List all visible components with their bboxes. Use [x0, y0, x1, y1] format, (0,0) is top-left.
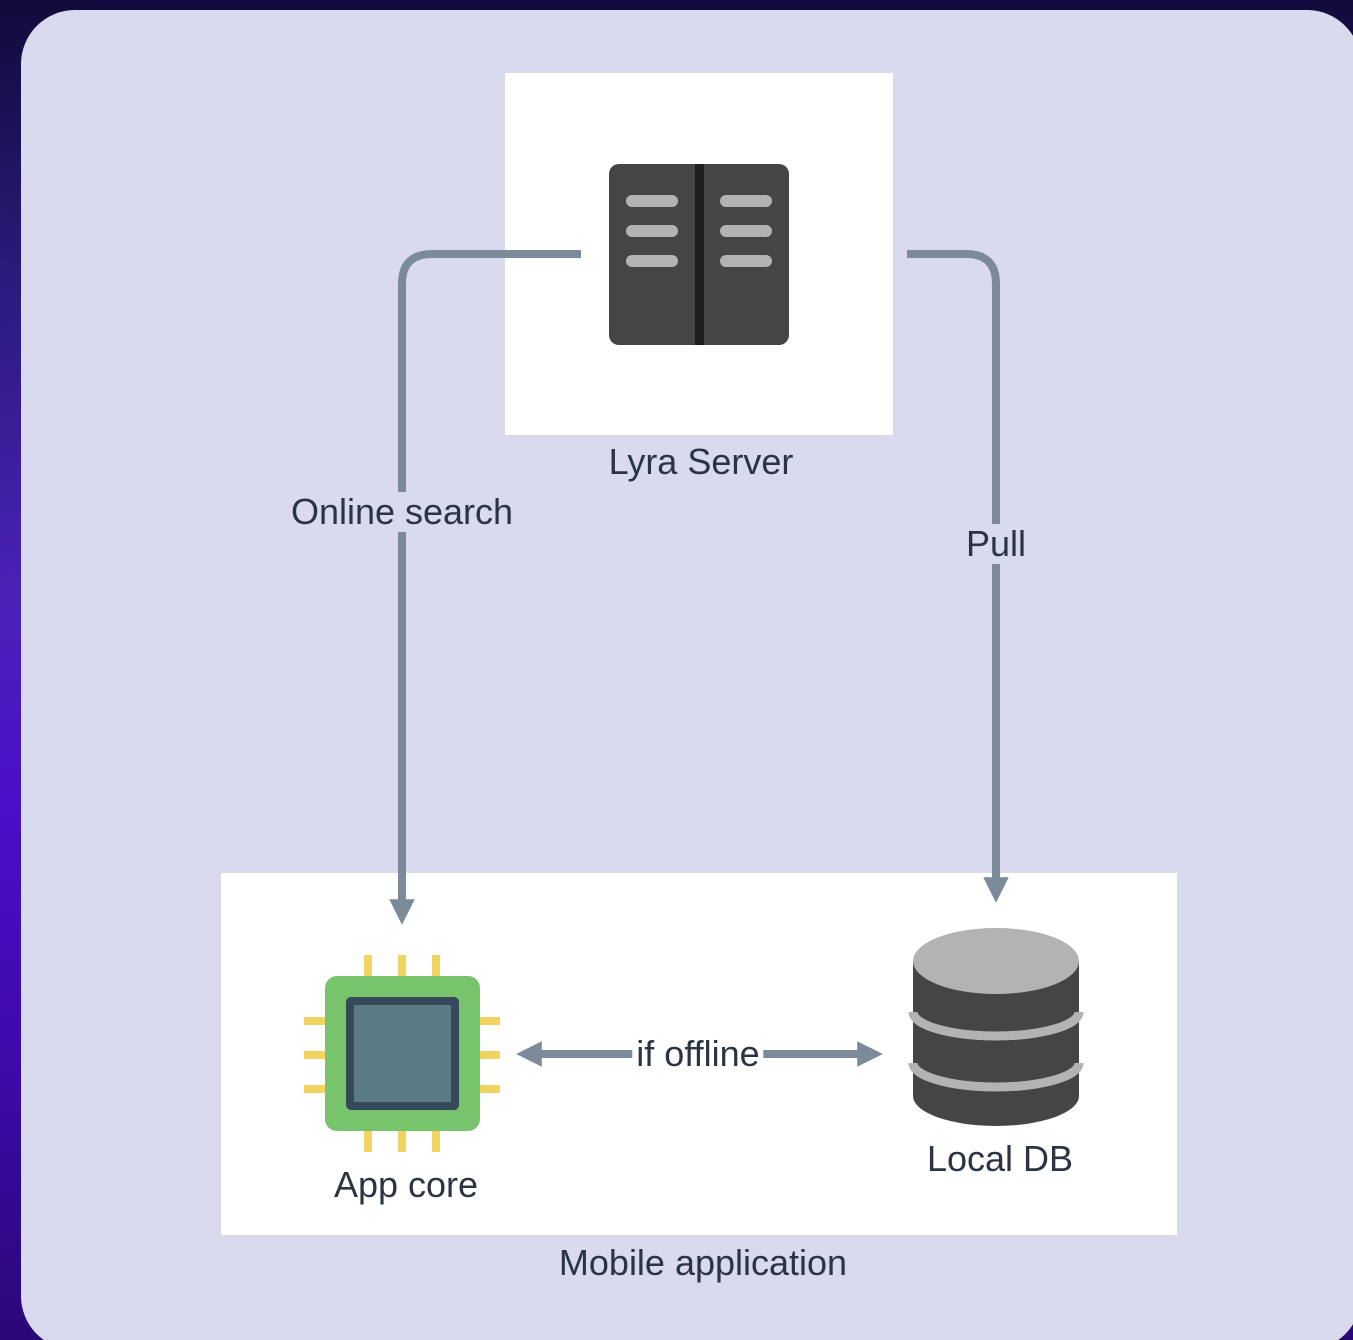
edge-label-if-offline: if offline [632, 1034, 764, 1074]
server-icon [609, 164, 789, 345]
mobile-application-label: Mobile application [558, 1242, 848, 1283]
cpu-chip-icon [304, 955, 500, 1152]
database-icon [908, 928, 1084, 1126]
connector-pull[interactable] [907, 250, 1009, 903]
server-label: Lyra Server [608, 441, 794, 482]
edge-label-online-search: Online search [284, 492, 520, 532]
edge-label-pull: Pull [959, 524, 1033, 564]
connector-online-search[interactable] [389, 250, 581, 925]
app-core-label: App core [333, 1164, 479, 1205]
local-db-label: Local DB [926, 1138, 1074, 1179]
